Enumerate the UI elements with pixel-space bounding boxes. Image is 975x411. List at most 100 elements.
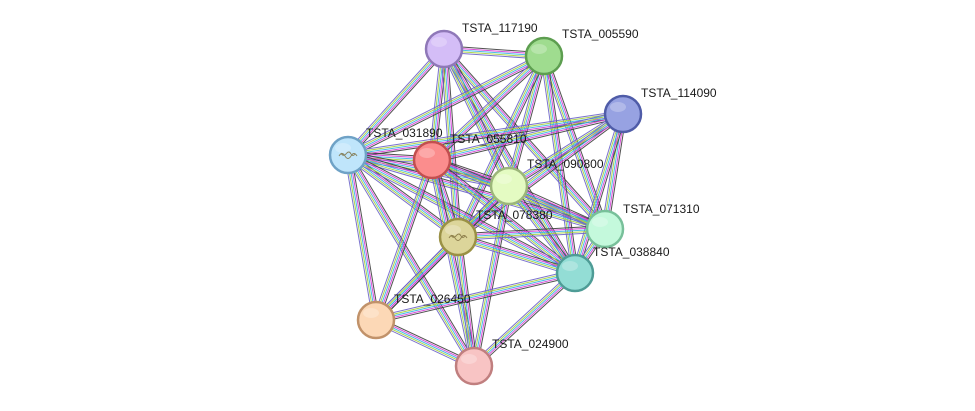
edge-line <box>378 160 436 322</box>
node-highlight <box>562 261 578 271</box>
node-TSTA_078380[interactable] <box>438 217 478 257</box>
edge-line <box>347 48 445 156</box>
edge-TSTA_117190-TSTA_031890[interactable] <box>345 46 447 158</box>
edge-line <box>432 56 546 162</box>
protein-structure-icon <box>448 233 468 241</box>
node-circle[interactable] <box>356 300 396 340</box>
edge-line <box>572 113 622 273</box>
node-circle[interactable] <box>603 94 643 134</box>
node-label-TSTA_078380: TSTA_078380 <box>476 208 553 222</box>
edge-line <box>457 228 606 238</box>
edge-TSTA_055810-TSTA_026450[interactable] <box>372 158 436 322</box>
edge-TSTA_005590-TSTA_090800[interactable] <box>505 55 548 187</box>
edge-line <box>432 116 624 164</box>
edge-line <box>506 55 543 186</box>
edge-line <box>348 115 624 158</box>
edge-line <box>377 238 461 323</box>
edge-line <box>346 155 458 239</box>
node-TSTA_071310[interactable] <box>585 209 625 249</box>
node-circle[interactable] <box>489 166 529 206</box>
edge-TSTA_114090-TSTA_031890[interactable] <box>347 110 624 159</box>
edge-line <box>602 113 622 229</box>
edge-line <box>458 231 606 241</box>
node-TSTA_038840[interactable] <box>555 253 595 293</box>
edge-line <box>347 154 475 367</box>
edge-TSTA_114090-TSTA_055810[interactable] <box>431 110 624 164</box>
edge-line <box>347 113 624 156</box>
edge-line <box>454 237 472 367</box>
edge-TSTA_114090-TSTA_038840[interactable] <box>571 112 627 275</box>
edge-line <box>446 47 579 272</box>
edge-line <box>431 111 623 159</box>
edge-line <box>347 55 545 156</box>
edge-TSTA_090800-TSTA_024900[interactable] <box>470 185 513 367</box>
edge-TSTA_031890-TSTA_026450[interactable] <box>344 154 380 321</box>
edge-line <box>606 114 626 230</box>
edge-TSTA_038840-TSTA_026450[interactable] <box>375 269 576 324</box>
node-circle[interactable] <box>438 217 478 257</box>
node-TSTA_031890[interactable] <box>328 135 368 175</box>
edge-line <box>443 48 510 187</box>
edge-line <box>348 116 624 159</box>
edge-line <box>347 54 544 155</box>
edge-line <box>348 56 545 157</box>
node-circle[interactable] <box>412 140 452 180</box>
edge-line <box>470 185 507 366</box>
edge-TSTA_078380-TSTA_071310[interactable] <box>457 225 606 241</box>
edge-line <box>428 160 472 367</box>
node-TSTA_024900[interactable] <box>454 346 494 386</box>
edge-line <box>349 151 577 271</box>
node-TSTA_055810[interactable] <box>412 140 452 180</box>
node-label-TSTA_026450: TSTA_026450 <box>394 292 471 306</box>
edge-line <box>471 270 574 365</box>
edge-TSTA_005590-TSTA_031890[interactable] <box>346 52 546 159</box>
node-highlight <box>363 308 379 318</box>
edge-line <box>460 57 548 239</box>
edge-line <box>546 55 579 273</box>
node-label-TSTA_031890: TSTA_031890 <box>366 126 443 140</box>
edge-TSTA_078380-TSTA_038840[interactable] <box>456 233 577 277</box>
edge-line <box>454 54 542 236</box>
node-TSTA_114090[interactable] <box>603 94 643 134</box>
node-TSTA_117190[interactable] <box>424 29 464 69</box>
node-highlight <box>531 44 547 54</box>
edge-TSTA_038840-TSTA_024900[interactable] <box>471 270 578 369</box>
edge-line <box>476 186 513 367</box>
edge-line <box>373 234 457 319</box>
edge-line <box>349 58 546 159</box>
edge-TSTA_078380-TSTA_026450[interactable] <box>373 234 461 323</box>
edge-TSTA_005590-TSTA_038840[interactable] <box>540 55 579 274</box>
edge-line <box>505 55 542 186</box>
edge-line <box>457 225 605 235</box>
node-circle[interactable] <box>585 209 625 249</box>
edge-line <box>347 155 575 275</box>
edge-line <box>458 233 577 271</box>
node-circle[interactable] <box>454 346 494 386</box>
edge-line <box>455 237 473 367</box>
node-circle[interactable] <box>524 36 564 76</box>
edge-line <box>577 114 627 275</box>
edge-TSTA_114090-TSTA_071310[interactable] <box>601 113 627 230</box>
edge-line <box>443 48 576 274</box>
edge-line <box>607 114 627 230</box>
edge-line <box>458 114 625 239</box>
node-circle[interactable] <box>424 29 464 69</box>
edge-line <box>456 239 575 277</box>
edge-line <box>375 272 576 321</box>
edge-line <box>475 274 578 369</box>
node-circle[interactable] <box>555 253 595 293</box>
node-circle[interactable] <box>328 135 368 175</box>
edge-line <box>458 234 576 272</box>
edge-line <box>458 230 606 240</box>
edge-line <box>347 110 623 153</box>
edge-TSTA_031890-TSTA_038840[interactable] <box>346 151 577 277</box>
node-highlight <box>461 354 477 364</box>
edge-TSTA_031890-TSTA_024900[interactable] <box>344 153 478 368</box>
node-TSTA_005590[interactable] <box>524 36 564 76</box>
edge-line <box>429 162 574 276</box>
edge-line <box>571 112 621 273</box>
node-TSTA_090800[interactable] <box>489 166 529 206</box>
node-TSTA_026450[interactable] <box>356 300 396 340</box>
